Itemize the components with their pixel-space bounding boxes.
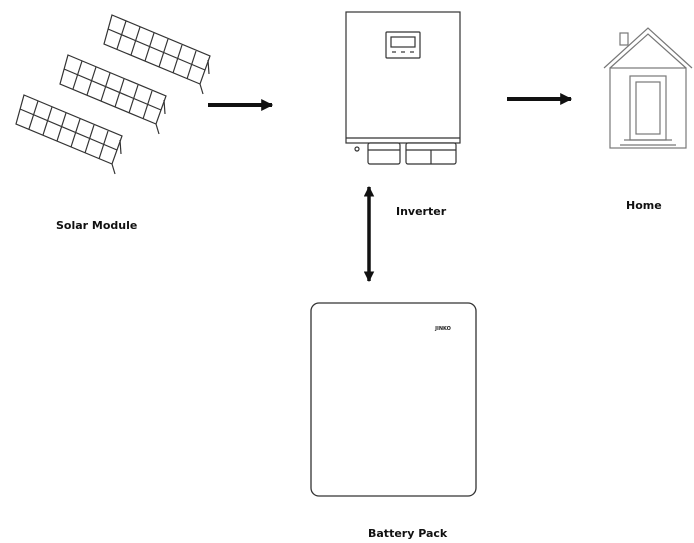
- home-label: Home: [626, 199, 662, 212]
- solar-panel-bottom: [16, 95, 122, 174]
- battery-pack-icon: JINKO: [311, 303, 476, 496]
- solar-module-label: Solar Module: [56, 219, 137, 232]
- battery-pack-label: Battery Pack: [368, 527, 447, 540]
- inverter-label: Inverter: [396, 205, 446, 218]
- home-icon: [604, 28, 692, 148]
- inverter-icon: [346, 12, 460, 164]
- battery-brand-mark: JINKO: [434, 326, 451, 332]
- solar-module-icon: [16, 15, 210, 174]
